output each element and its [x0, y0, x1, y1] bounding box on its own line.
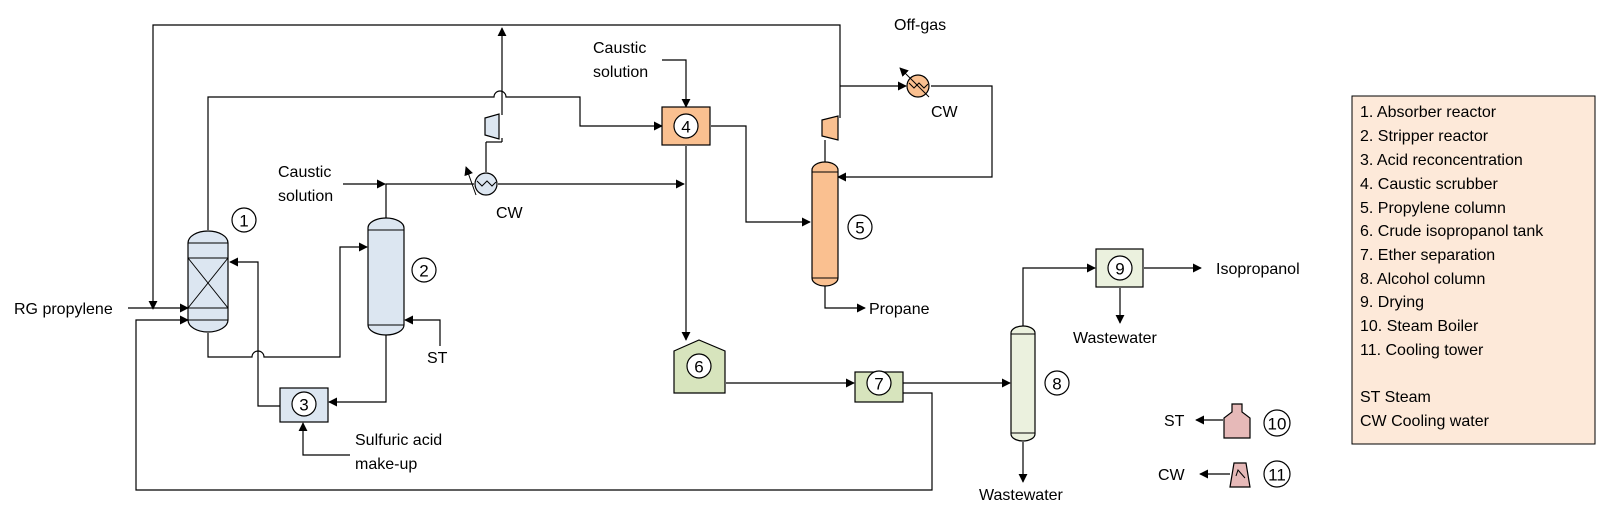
legend-item-3: 3. Acid reconcentration	[1360, 152, 1523, 169]
stream-labels: RG propylene Caustic solution Caustic so…	[14, 17, 1300, 504]
caustic-label-2-line2: solution	[593, 64, 648, 81]
sulfuric-label-line1: Sulfuric acid	[355, 432, 442, 449]
unit-number-1-text: 1	[239, 212, 248, 231]
alcohol-to-drying-line	[1022, 263, 1096, 326]
unit-number-3: 3	[291, 391, 317, 417]
absorber-bottoms-line	[207, 242, 368, 358]
wastewater-label-2: Wastewater	[979, 487, 1064, 504]
unit-number-1: 1	[231, 207, 257, 233]
heat-exchanger-1	[464, 166, 498, 196]
unit-number-2-text: 2	[419, 262, 428, 281]
legend-item-11: 11. Cooling tower	[1360, 342, 1484, 359]
caustic-label-2-line1: Caustic	[593, 40, 646, 57]
offgas-label: Off-gas	[894, 17, 946, 34]
unit-number-6: 6	[686, 353, 712, 379]
cw-label-1: CW	[496, 205, 524, 222]
legend-item-8: 8. Alcohol column	[1360, 271, 1485, 288]
unit-number-5-text: 5	[855, 219, 864, 238]
legend-item-6: 6. Crude isopropanol tank	[1360, 223, 1544, 240]
steam-boiler	[1223, 403, 1251, 439]
propane-line	[824, 286, 866, 313]
acid-return-line	[229, 257, 280, 407]
stripper-bottoms-line	[328, 330, 387, 407]
heat-exchanger-2	[899, 67, 930, 98]
legend-abbrev-st: ST Steam	[1360, 389, 1431, 406]
cooling-tower	[1229, 462, 1251, 488]
legend-item-9: 9. Drying	[1360, 294, 1424, 311]
unit-number-11: 11	[1263, 460, 1291, 488]
legend-item-4: 4. Caustic scrubber	[1360, 176, 1499, 193]
unit-number-8-text: 8	[1052, 375, 1061, 394]
unit-number-4: 4	[673, 113, 699, 139]
unit-number-5: 5	[847, 214, 873, 240]
legend-item-1: 1. Absorber reactor	[1360, 104, 1497, 121]
unit-number-9: 9	[1107, 255, 1133, 281]
caustic-label-1-line2: solution	[278, 188, 333, 205]
caustic-label-1-line1: Caustic	[278, 164, 331, 181]
legend-abbrev-cw: CW Cooling water	[1360, 413, 1490, 430]
steam-in-line	[404, 315, 441, 346]
isopropanol-label: Isopropanol	[1216, 261, 1300, 278]
cw-label-2: CW	[931, 104, 959, 121]
st-out-label: ST	[1164, 413, 1185, 430]
unit-number-11-text: 11	[1268, 466, 1286, 485]
st-in-label: ST	[427, 350, 448, 367]
sulfuric-label-line2: make-up	[355, 456, 417, 473]
unit-number-7: 7	[866, 370, 892, 396]
cw-out-label: CW	[1158, 467, 1186, 484]
drying-box	[1095, 248, 1144, 288]
feed-label: RG propylene	[14, 301, 113, 318]
scrubber-to-column-line	[711, 125, 811, 227]
bottom-recycle-line	[135, 315, 933, 491]
stream-lines	[128, 24, 1230, 491]
unit-number-9-text: 9	[1115, 260, 1124, 279]
absorber-reactor	[187, 230, 229, 333]
unit-number-10-text: 10	[1268, 415, 1287, 434]
absorber-overhead-line	[207, 90, 663, 230]
caustic-in-line-2	[662, 59, 691, 108]
propane-label: Propane	[869, 301, 930, 318]
alcohol-column	[1010, 325, 1036, 442]
legend-item-2: 2. Stripper reactor	[1360, 128, 1489, 145]
unit-number-2: 2	[411, 257, 437, 283]
propylene-column	[811, 161, 839, 287]
reflux-line	[837, 85, 993, 182]
compressor-2	[821, 115, 839, 141]
recycle-top-line	[148, 24, 841, 310]
sulfuric-makeup-line	[298, 422, 350, 456]
unit-number-6-text: 6	[694, 358, 703, 377]
unit-number-10: 10	[1263, 409, 1291, 437]
wastewater-label-1: Wastewater	[1073, 330, 1158, 347]
compressor-1	[484, 113, 500, 140]
stripper-overhead-line	[385, 183, 474, 220]
unit-number-7-text: 7	[874, 375, 883, 394]
legend-item-5: 5. Propylene column	[1360, 200, 1506, 217]
unit-number-8: 8	[1044, 370, 1070, 396]
unit-number-3-text: 3	[299, 396, 308, 415]
legend-item-10: 10. Steam Boiler	[1360, 318, 1479, 335]
unit-numbers: 1 2 3 4 5 6 7 8	[231, 113, 1291, 488]
legend-item-7: 7. Ether separation	[1360, 247, 1495, 264]
legend-box: 1. Absorber reactor 2. Stripper reactor …	[1351, 95, 1596, 445]
stripper-reactor	[367, 217, 405, 336]
unit-number-4-text: 4	[681, 118, 690, 137]
